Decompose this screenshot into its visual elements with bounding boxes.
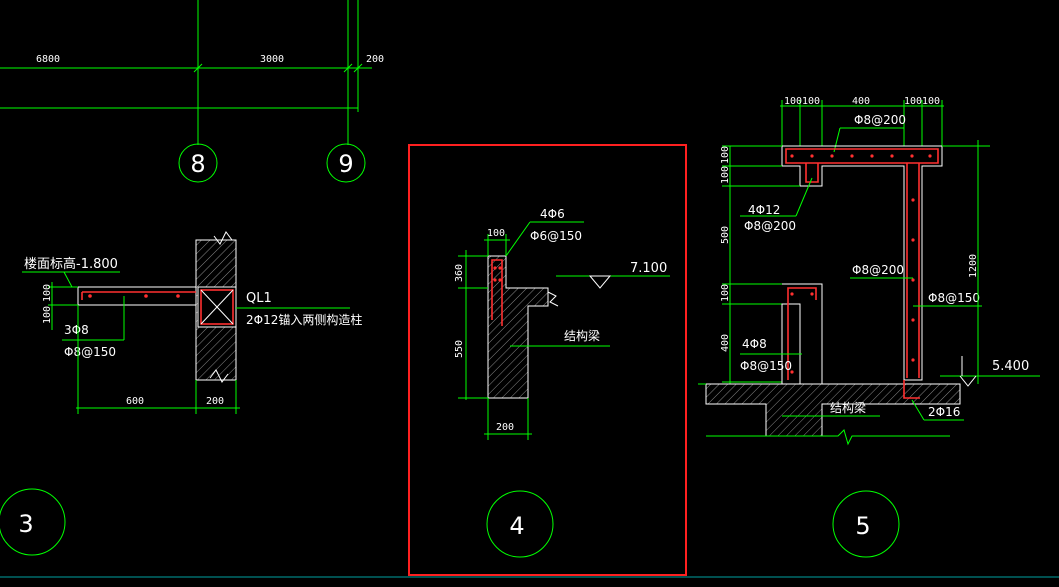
selection-frame[interactable] xyxy=(408,144,687,576)
elevation-marker-d5 xyxy=(959,375,977,387)
parapet-rebar xyxy=(491,259,503,326)
t-beam-rebar xyxy=(785,148,939,164)
elevation-label-d5: 5.400 xyxy=(992,359,1029,374)
rebar-a-main: 4Φ12 xyxy=(748,203,780,217)
detail-number-5-label: 5 xyxy=(855,512,870,540)
rebar-stirrup: Φ8@150 xyxy=(64,345,116,359)
upstand-rebar xyxy=(787,287,817,380)
dim-left-100-c: 100 xyxy=(720,284,731,302)
dim-100-a: 100 xyxy=(42,284,53,302)
beam-name: QL1 xyxy=(246,291,272,306)
axis-label-8: 8 xyxy=(190,150,205,178)
dim-100-d4: 100 xyxy=(487,228,505,239)
axis-bubble-9: 9 xyxy=(326,143,366,183)
detail-number-3-label: 3 xyxy=(18,510,33,538)
rebar-b-main: 4Φ8 xyxy=(742,337,767,351)
axis-bubble-8: 8 xyxy=(178,143,218,183)
dim-600: 600 xyxy=(126,396,144,407)
dim-360: 360 xyxy=(454,264,465,282)
dim-left-400: 400 xyxy=(720,334,731,352)
t-beam-section xyxy=(781,145,943,381)
wall-rebar xyxy=(906,163,920,378)
beam-note-d5: 结构梁 xyxy=(830,400,866,415)
rebar-b-stirrup: Φ8@150 xyxy=(740,359,792,373)
elevation-label-d4: 7.100 xyxy=(630,261,667,276)
drop-rebar xyxy=(805,163,819,183)
detail-number-4-label: 4 xyxy=(509,512,524,540)
dim-left-100-b: 100 xyxy=(720,166,731,184)
beam-note: 2Φ12锚入两侧构造柱 xyxy=(246,312,362,327)
detail-3: 楼面标高-1.800 100 100 3Φ8 Φ8@150 QL1 2Φ12锚入… xyxy=(22,231,362,414)
detail-number-3: 3 xyxy=(0,488,66,556)
elevation-label: 楼面标高-1.800 xyxy=(24,256,118,272)
ground-line xyxy=(706,429,950,446)
break-line-top xyxy=(213,231,233,245)
parapet-section xyxy=(487,255,549,399)
wall-rebar-label: Φ8@200 xyxy=(852,263,904,277)
bottom-rebar-label: 2Φ16 xyxy=(928,405,960,419)
dim-6800: 6800 xyxy=(36,54,60,65)
ql1-stirrup xyxy=(200,289,234,325)
dim-top-100-c: 100 xyxy=(904,96,922,107)
dim-left-500: 500 xyxy=(720,226,731,244)
detail-5: 100 100 400 100 100 Φ8@200 100 1 xyxy=(698,96,1040,446)
dim-200-d4: 200 xyxy=(496,422,514,433)
rebar-stirrup-d4: Φ6@150 xyxy=(530,229,582,243)
dim-top-100-b: 100 xyxy=(802,96,820,107)
rebar-main-d4: 4Φ6 xyxy=(540,207,565,221)
dim-200-d3: 200 xyxy=(206,396,224,407)
rebar-main: 3Φ8 xyxy=(64,323,89,337)
break-line-bottom xyxy=(209,369,229,383)
dim-100-b: 100 xyxy=(42,306,53,324)
dim-3000: 3000 xyxy=(260,54,284,65)
detail-number-4: 4 xyxy=(486,490,554,558)
beam-note-d4: 结构梁 xyxy=(564,328,600,343)
top-axis-dimensions: 6800 3000 200 xyxy=(0,0,384,145)
dim-top-100-d: 100 xyxy=(922,96,940,107)
axis-label-9: 9 xyxy=(338,150,353,178)
slab-section xyxy=(77,286,197,306)
dim-1200: 1200 xyxy=(968,254,979,278)
rebar-top-d5: Φ8@200 xyxy=(854,113,906,127)
break-line xyxy=(547,291,559,307)
bottom-rebar xyxy=(903,380,920,399)
dim-left-100-a: 100 xyxy=(720,146,731,164)
wall-rebar-label-2: Φ8@150 xyxy=(928,291,980,305)
dim-550: 550 xyxy=(454,340,465,358)
dim-top-100-a: 100 xyxy=(784,96,802,107)
dim-top-400: 400 xyxy=(852,96,870,107)
rebar-a-stirrup: Φ8@200 xyxy=(744,219,796,233)
detail-number-5: 5 xyxy=(832,490,900,558)
detail-4: 4Φ6 Φ6@150 100 7.100 360 550 结构梁 200 xyxy=(454,207,670,440)
dim-200: 200 xyxy=(366,54,384,65)
elevation-marker xyxy=(588,275,612,289)
